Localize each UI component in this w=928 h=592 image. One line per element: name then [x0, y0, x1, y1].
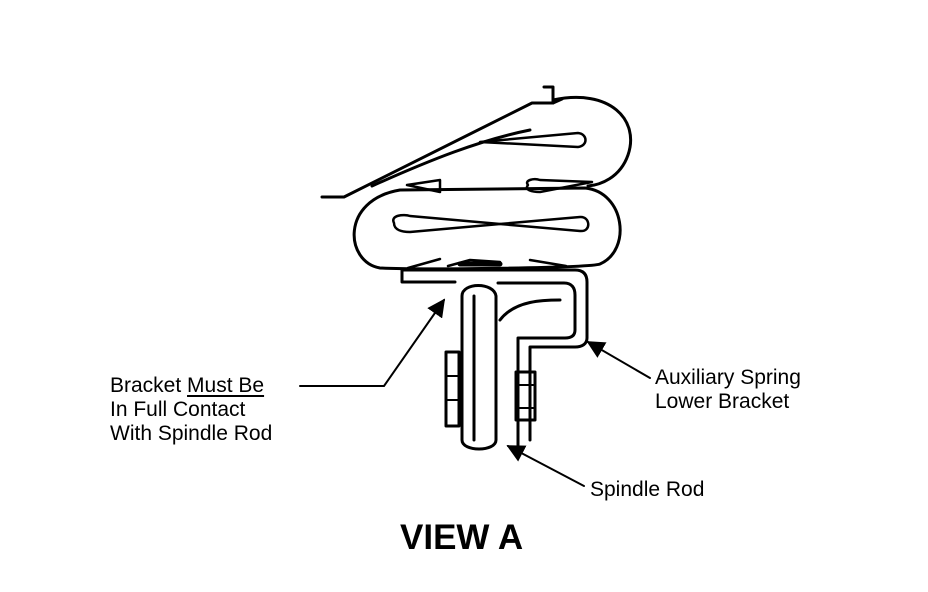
spring-bottom-edge: [406, 257, 568, 270]
left-bolt-head: [444, 350, 461, 428]
lower-bracket-inner: [496, 281, 577, 448]
lower-bracket-plate-bottom: [400, 268, 457, 284]
right-nut-detail: [515, 384, 536, 409]
right-nut: [514, 370, 537, 422]
auxiliary-spring-line2: Lower Bracket: [655, 390, 790, 413]
bracket-contact-line1: Bracket Must Be: [110, 374, 272, 398]
spring-lower-coil: [352, 186, 622, 271]
spindle-rod-leader: [506, 445, 585, 487]
spring-slot-lower-1: [392, 213, 502, 234]
spring-slot-upper-1: [478, 131, 587, 149]
auxiliary-spring-line1: Auxiliary Spring: [655, 366, 801, 389]
spindle-rod-label: Spindle Rod: [590, 478, 705, 501]
view-title: VIEW A: [400, 518, 524, 557]
bracket-contact-prefix: Bracket: [110, 374, 188, 397]
spring-slot-lower-2: [498, 215, 590, 233]
lower-bracket-curve: [498, 298, 562, 322]
auxiliary-spring-leader: [586, 341, 651, 379]
lower-bracket-plate: [400, 268, 589, 442]
spring-upper-coil-inner: [370, 128, 532, 188]
left-bolt-head-detail: [445, 375, 460, 401]
bracket-contact-line2: In Full Contact: [110, 398, 246, 421]
spring-upper-coil: [551, 95, 633, 188]
spring-slot-upper-2: [405, 178, 442, 194]
bracket-contact-line3: With Spindle Rod: [110, 422, 273, 445]
bracket-contact-label: Bracket Must Be In Full Contact With Spi…: [110, 374, 272, 446]
bracket-contact-emphasis: Must Be: [187, 374, 265, 397]
spring-mount-plate: [320, 85, 555, 199]
spindle-rod-body: [460, 284, 498, 451]
auxiliary-spring-label: Auxiliary Spring Lower Bracket: [655, 366, 801, 414]
spring-slot-upper-3: [525, 177, 594, 194]
bracket-contact-leader: [299, 298, 446, 387]
